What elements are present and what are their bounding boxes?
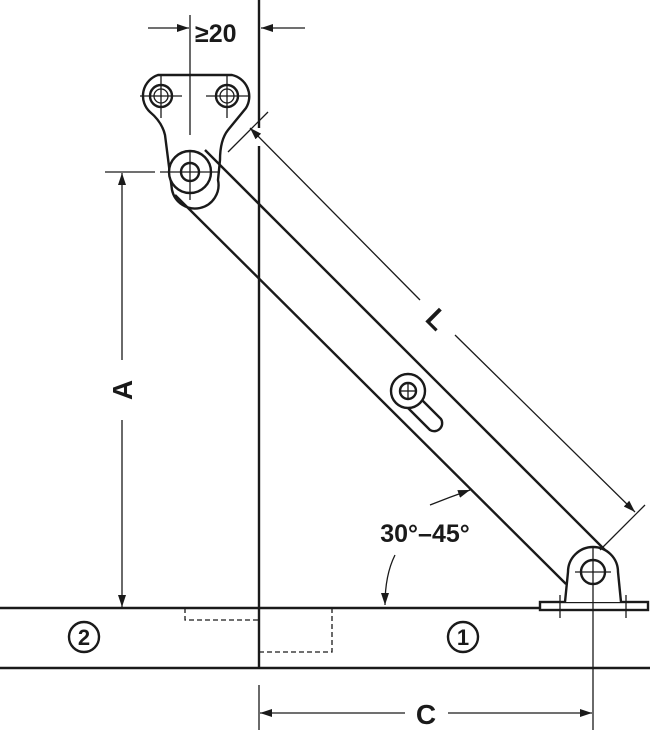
length-label: L — [420, 302, 454, 336]
top-mounting-bracket — [140, 73, 251, 210]
length-dimension: L — [227, 111, 646, 551]
panels — [0, 606, 650, 670]
angle-label: 30°–45° — [380, 520, 470, 548]
stay-arm — [160, 149, 609, 585]
horizontal-label: C — [416, 699, 436, 730]
part-1-marker: 1 — [446, 620, 480, 654]
offset-dimension: ≥20 — [148, 15, 305, 135]
part-1-label: 1 — [457, 625, 469, 650]
horizontal-dimension: C — [258, 620, 594, 730]
offset-label: ≥20 — [195, 20, 237, 48]
height-dimension: A — [105, 171, 155, 607]
angle-indicator: 30°–45° — [380, 489, 471, 606]
bottom-mounting-bracket — [538, 545, 650, 620]
part-2-marker: 2 — [67, 620, 101, 654]
part-2-label: 2 — [78, 625, 90, 650]
height-label: A — [107, 380, 138, 400]
